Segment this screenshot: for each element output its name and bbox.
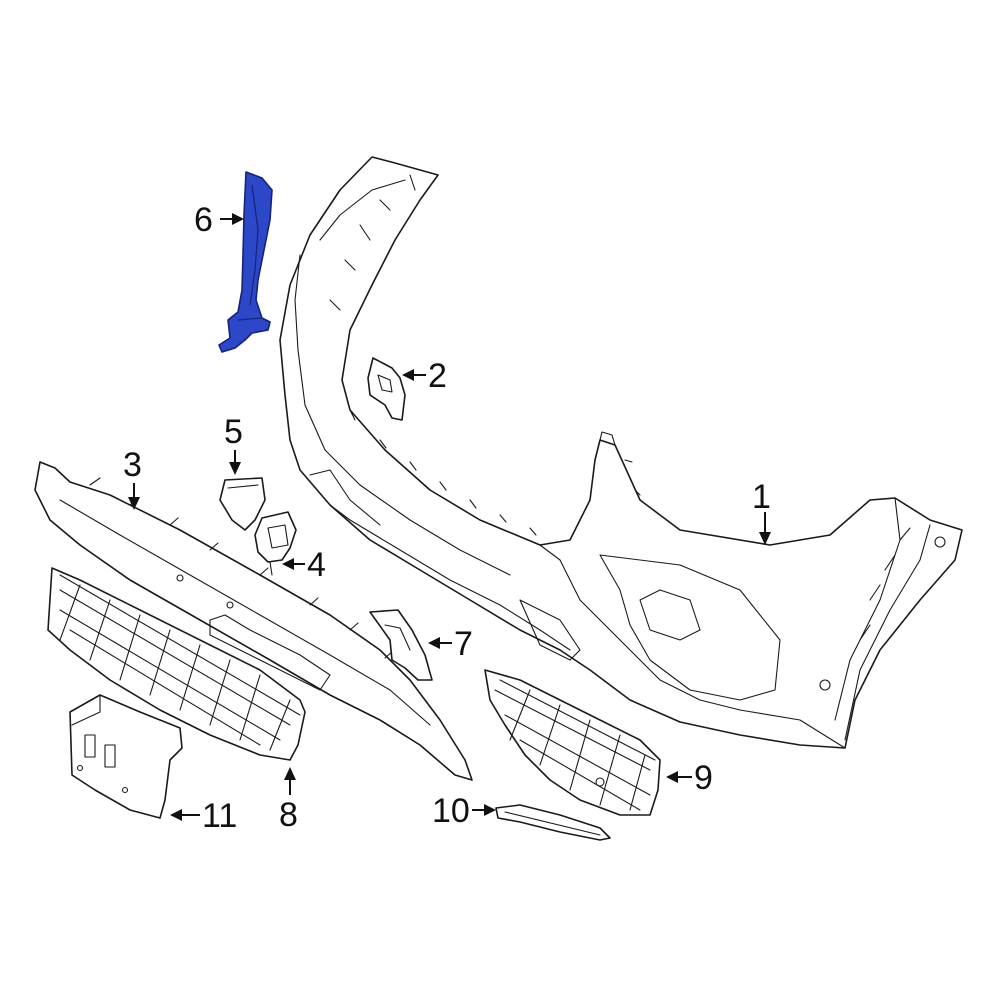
- callout-1: 1: [752, 478, 771, 545]
- callout-label-10: 10: [432, 792, 470, 830]
- callout-7: 7: [428, 625, 473, 663]
- callout-3: 3: [123, 446, 142, 510]
- part-6-support-bracket-highlighted: [218, 171, 273, 353]
- callout-label-5: 5: [224, 413, 243, 451]
- callout-6: 6: [194, 201, 244, 239]
- part-7-bracket: [369, 609, 433, 681]
- callout-label-8: 8: [279, 796, 298, 834]
- callout-label-9: 9: [694, 759, 713, 797]
- callout-9: 9: [666, 759, 713, 797]
- part-5-cover: [219, 477, 266, 531]
- callout-10: 10: [432, 792, 496, 830]
- callout-2: 2: [402, 357, 447, 395]
- callout-label-11: 11: [202, 797, 237, 835]
- part-11-license-bracket: [69, 694, 183, 819]
- callout-8: 8: [279, 767, 298, 834]
- part-10-trim-strip: [495, 804, 611, 841]
- part-4-bracket: [254, 511, 297, 576]
- part-3-lower-spoiler: [34, 461, 473, 781]
- callout-label-7: 7: [454, 625, 473, 663]
- part-8-lower-grille: [47, 567, 306, 761]
- callout-5: 5: [224, 413, 243, 475]
- callout-4: 4: [282, 546, 326, 584]
- callout-11: 11: [170, 797, 237, 835]
- part-2-bracket: [367, 357, 406, 421]
- callout-label-2: 2: [428, 357, 447, 395]
- callout-label-4: 4: [307, 546, 326, 584]
- callout-label-1: 1: [752, 478, 771, 516]
- part-9-side-grille: [484, 669, 661, 816]
- callout-label-6: 6: [194, 201, 213, 239]
- part-1-bumper-cover: [279, 156, 963, 749]
- callout-label-3: 3: [123, 446, 142, 484]
